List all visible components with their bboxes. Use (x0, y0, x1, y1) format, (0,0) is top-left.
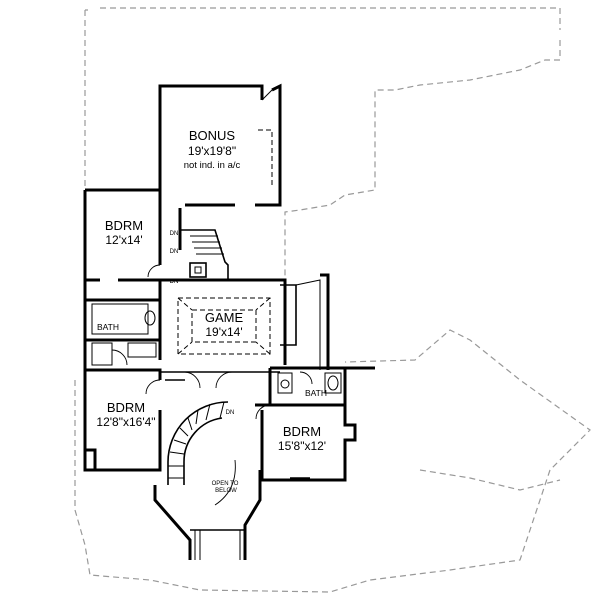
bdrm-right-label: BDRM (283, 424, 321, 439)
hall (160, 371, 280, 389)
bdrm-upper-left: BDRM 12'x14' (83, 188, 182, 282)
dn-label-1: DN (170, 231, 179, 237)
bonus-label: BONUS (189, 128, 236, 143)
stair-dn-label: DN (226, 410, 235, 416)
bdrm-lower-left-label: BDRM (107, 400, 145, 415)
game-size: 19'x14' (205, 325, 242, 339)
bonus-size: 19'x19'8" (188, 144, 236, 158)
open-to-below-line-1: OPEN TO (212, 481, 239, 487)
open-to-below-line-2: BELOW (215, 488, 237, 494)
open-to-below: OPEN TO BELOW (153, 459, 262, 560)
bdrm-lower-left-size: 12'8"x16'4" (96, 415, 155, 429)
bdrm-upper-left-size: 12'x14' (105, 233, 142, 247)
upper-stair: DN DN DN (170, 229, 229, 285)
dn-label-3: DN (170, 279, 179, 285)
spiral-stair: DN (167, 401, 235, 485)
bath-left-label: BATH (97, 322, 119, 332)
bath-right: BATH (268, 366, 347, 405)
game-label: GAME (205, 310, 244, 325)
bonus-room: BONUS 19'x19'8" not ind. in a/c (158, 83, 282, 207)
bdrm-right: BDRM 15'8"x12' (255, 366, 375, 482)
dn-label-2: DN (170, 249, 179, 255)
lower-floor-outline (74, 7, 591, 593)
bath-right-label: BATH (305, 388, 327, 398)
bdrm-right-size: 15'8"x12' (278, 439, 326, 453)
bdrm-lower-left: BDRM 12'8"x16'4" (83, 368, 162, 472)
bath-left: BATH (83, 280, 160, 370)
bonus-note: not ind. in a/c (184, 160, 241, 171)
game-room: GAME 19'x14' (158, 273, 330, 370)
bdrm-upper-left-label: BDRM (105, 218, 143, 233)
